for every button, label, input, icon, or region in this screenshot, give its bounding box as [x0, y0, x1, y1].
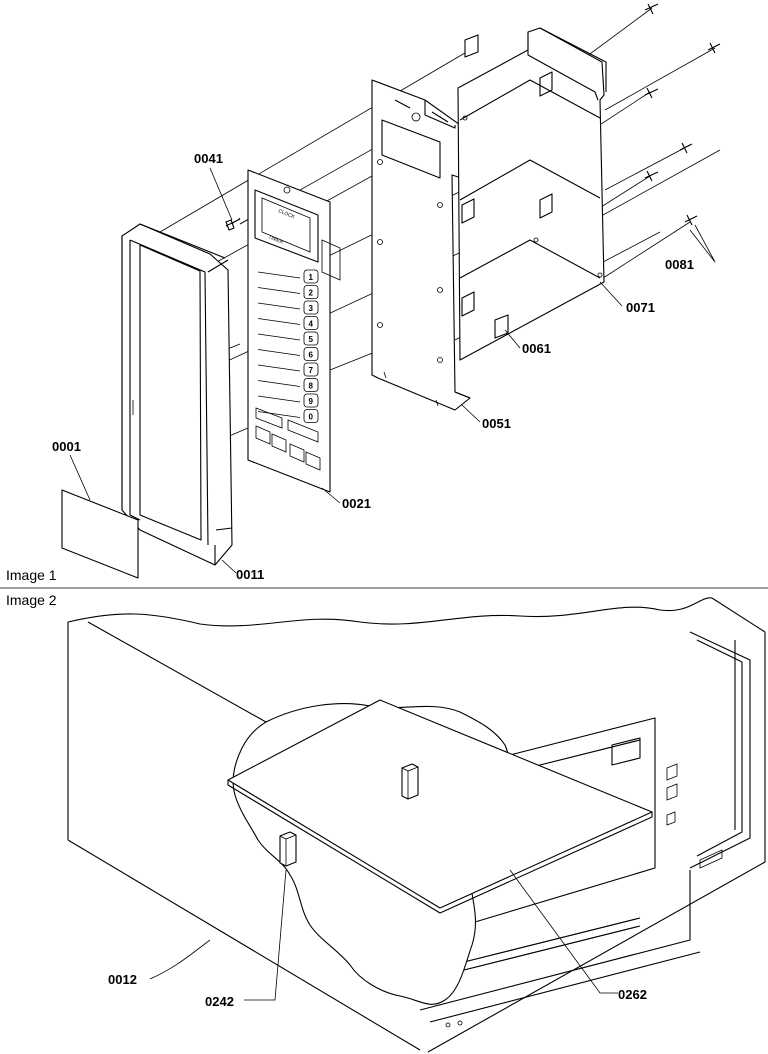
- label-0051: 0051: [482, 416, 511, 431]
- label-0021: 0021: [342, 496, 371, 511]
- front-frame-0011: [121, 223, 233, 566]
- keypad-key-label: 8: [309, 382, 314, 391]
- label-0262: 0262: [618, 987, 647, 1002]
- screws-0081: [644, 3, 721, 226]
- label-0071: 0071: [626, 300, 655, 315]
- leader-lines-1: [69, 167, 716, 574]
- keypad-key-0: 0: [257, 409, 319, 423]
- keypad-key-4: 4: [257, 316, 319, 330]
- component-0242: [279, 831, 297, 867]
- label-0011: 0011: [236, 567, 264, 582]
- cabinet-0012: [67, 597, 766, 1053]
- number-keypad: 1 2 3 4 5 6 7 8 9 0: [257, 269, 319, 423]
- keypad-key-5: 5: [257, 331, 319, 346]
- figure-2: 0012 0242 0262: [67, 597, 766, 1053]
- back-plate-0071: [457, 27, 607, 361]
- label-0242: 0242: [205, 994, 234, 1009]
- keypad-key-label: 0: [309, 413, 314, 422]
- function-keys: [255, 407, 321, 471]
- keypad-key-label: 1: [309, 273, 314, 282]
- caption-image-1: Image 1: [6, 567, 57, 583]
- label-0041: 0041: [194, 151, 223, 166]
- label-0012: 0012: [108, 972, 137, 987]
- clips-0061: [464, 34, 509, 339]
- keypad-key-label: 2: [309, 289, 314, 298]
- keypad-key-1: 1: [257, 269, 319, 284]
- keypad-key-8: 8: [257, 378, 319, 392]
- keypad-key-label: 7: [309, 366, 314, 375]
- pcb-0262: [227, 699, 653, 914]
- label-0081: 0081: [665, 257, 694, 272]
- keypad-key-3: 3: [257, 300, 319, 315]
- bracket-0051: [371, 79, 471, 411]
- label-0061: 0061: [522, 341, 551, 356]
- label-sheet-0001: [61, 489, 139, 579]
- keypad-key-label: 4: [309, 320, 314, 329]
- keypad-key-7: 7: [257, 362, 319, 377]
- svg-text:TIMER: TIMER: [267, 234, 284, 246]
- keypad-key-label: 3: [309, 304, 314, 313]
- leader-lines-2: [149, 869, 618, 1001]
- keypad-key-label: 6: [309, 351, 314, 360]
- keypad-key-2: 2: [257, 285, 319, 299]
- keypad-key-6: 6: [257, 347, 319, 361]
- keypad-key-label: 9: [309, 397, 314, 406]
- caption-image-2: Image 2: [6, 592, 57, 608]
- screw-0041: [225, 217, 241, 231]
- label-0001: 0001: [52, 439, 81, 454]
- keypad-key-label: 5: [309, 335, 314, 344]
- keypad-key-9: 9: [257, 393, 319, 408]
